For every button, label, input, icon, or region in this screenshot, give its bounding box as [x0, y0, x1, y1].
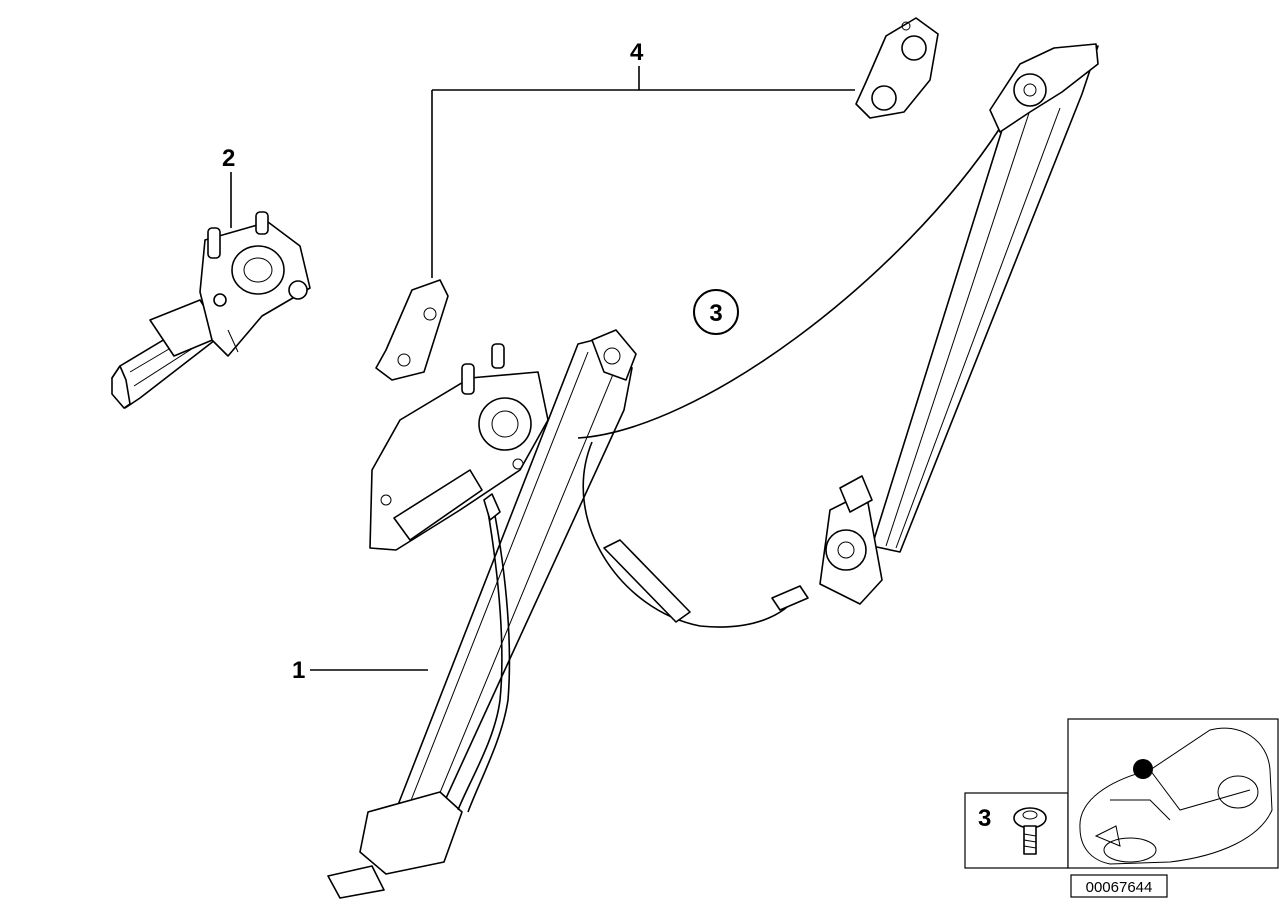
bracket-plates-part[interactable]: 4 [375, 17, 939, 381]
screw-icon [1013, 807, 1047, 855]
location-marker-icon [1133, 759, 1153, 779]
legend-screw-box[interactable]: 3 [964, 792, 1069, 869]
callout-2: 2 [222, 145, 235, 172]
car-outline-icon [1079, 727, 1273, 865]
callout-3-circle[interactable]: 3 [693, 289, 739, 335]
callout-4: 4 [630, 39, 644, 66]
car-location-thumbnail[interactable] [1067, 718, 1279, 869]
window-regulator-assembly[interactable]: 1 [292, 43, 1099, 899]
callout-1: 1 [292, 657, 305, 684]
diagram-id-text: 00067644 [1086, 879, 1153, 896]
window-motor-part[interactable]: 2 [111, 145, 311, 409]
callout-3: 3 [709, 300, 722, 327]
legend-callout-3: 3 [978, 805, 991, 832]
diagram-id-label: 00067644 [1070, 874, 1168, 898]
